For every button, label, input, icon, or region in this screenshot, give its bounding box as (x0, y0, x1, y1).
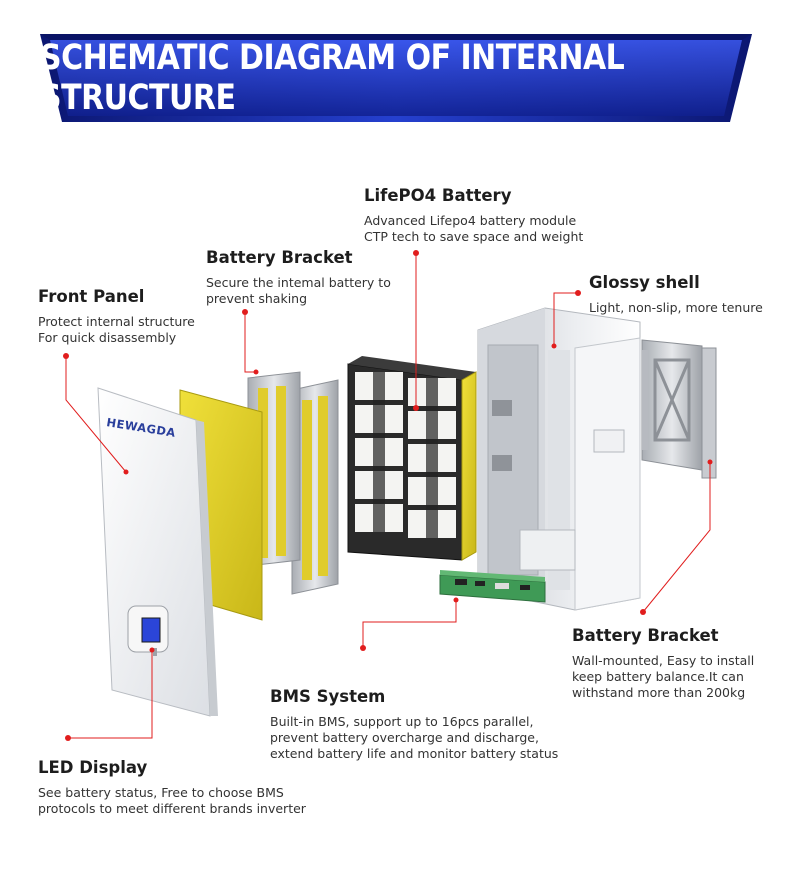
callout-line: prevent shaking (206, 291, 308, 306)
callout-description: Advanced Lifepo4 battery module CTP tech… (364, 213, 583, 245)
wall-mount-bracket (641, 339, 717, 479)
callout-line: Advanced Lifepo4 battery module (364, 213, 577, 228)
led-display-module (127, 605, 169, 656)
callout-bms-system: BMS System Built-in BMS, support up to 1… (270, 687, 558, 762)
callout-line: For quick disassembly (38, 330, 177, 345)
title-banner: SCHEMATIC DIAGRAM OF INTERNAL STRUCTURE (40, 34, 752, 122)
callout-title: Battery Bracket (206, 248, 353, 267)
callout-title: BMS System (270, 687, 386, 706)
callout-battery-bracket-wall: Battery Bracket Wall-mounted, Easy to in… (572, 626, 754, 701)
callout-description: Built-in BMS, support up to 16pcs parall… (270, 714, 558, 762)
callout-line: withstand more than 200kg (572, 685, 746, 700)
callout-description: Light, non-slip, more tenure (589, 300, 763, 316)
callout-battery-bracket-internal: Battery Bracket Secure the intemal batte… (206, 248, 391, 307)
callout-description: Wall-mounted, Easy to install keep batte… (572, 653, 754, 701)
leader-dots (63, 250, 713, 741)
callout-line: CTP tech to save space and weight (364, 229, 584, 244)
callout-lifepo4-battery: LifePO4 Battery Advanced Lifepo4 battery… (364, 186, 583, 245)
callout-line: See battery status, Free to choose BMS (38, 785, 284, 800)
callout-line: protocols to meet different brands inver… (38, 801, 306, 816)
callout-line: Light, non-slip, more tenure (589, 300, 763, 315)
callout-glossy-shell: Glossy shell Light, non-slip, more tenur… (589, 273, 763, 316)
callout-title: LifePO4 Battery (364, 186, 512, 205)
callout-line: Wall-mounted, Easy to install (572, 653, 755, 668)
battery-cells (355, 372, 456, 538)
leader-lines (65, 253, 711, 739)
callout-line: Protect internal structure (38, 314, 195, 329)
callout-line: Secure the intemal battery to (206, 275, 391, 290)
bms-board (439, 570, 546, 603)
callout-title: Glossy shell (589, 273, 700, 292)
banner-title: SCHEMATIC DIAGRAM OF INTERNAL STRUCTURE (40, 37, 625, 119)
lifepo4-module (347, 356, 477, 561)
callout-line: extend battery life and monitor battery … (270, 746, 559, 761)
callout-title: Battery Bracket (572, 626, 719, 645)
callout-line: keep battery balance.It can (572, 669, 744, 684)
callout-front-panel: Front Panel Protect internal structure F… (38, 287, 195, 346)
callout-line: Built-in BMS, support up to 16pcs parall… (270, 714, 534, 729)
callout-description: Secure the intemal battery to prevent sh… (206, 275, 391, 307)
callout-title: LED Display (38, 758, 148, 777)
glossy-shell (477, 307, 641, 611)
callout-led-display: LED Display See battery status, Free to … (38, 758, 306, 817)
callout-description: See battery status, Free to choose BMS p… (38, 785, 306, 817)
callout-title: Front Panel (38, 287, 145, 306)
callout-line: prevent battery overcharge and discharge… (270, 730, 539, 745)
callout-description: Protect internal structure For quick dis… (38, 314, 195, 346)
